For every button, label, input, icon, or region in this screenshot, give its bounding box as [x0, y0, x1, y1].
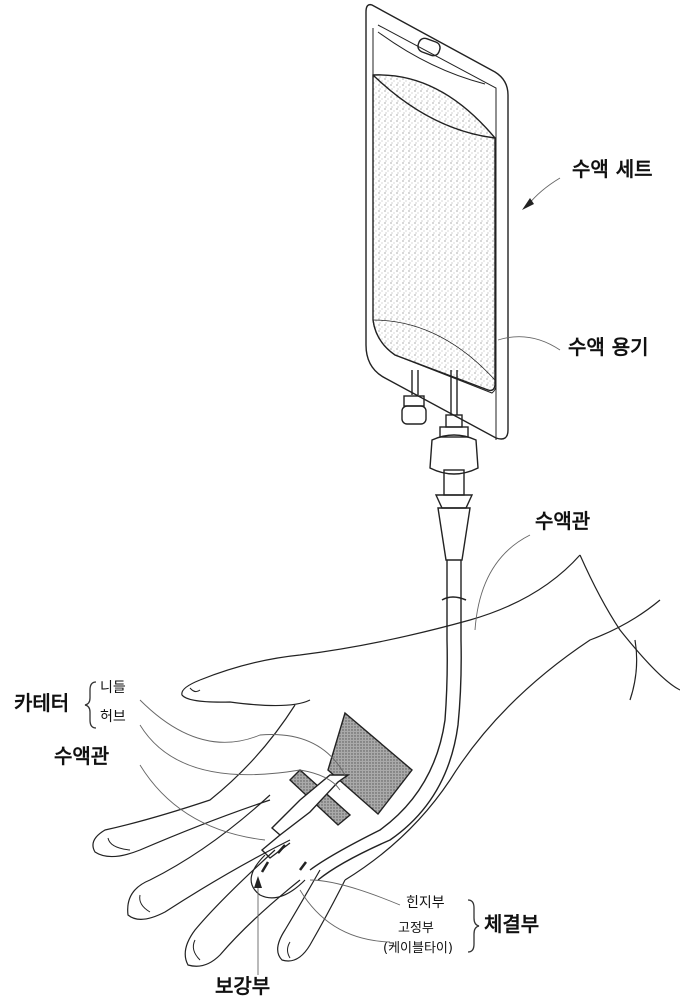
label-infusion-tube-top: 수액관 [535, 509, 591, 533]
label-infusion-set: 수액 세트 [572, 157, 653, 181]
label-infusion-container: 수액 용기 [568, 335, 649, 359]
infusion-bag [309, 3, 509, 881]
label-reinforcement: 보강부 [215, 974, 271, 998]
fastening-brace [467, 899, 480, 953]
label-infusion-tube-left: 수액관 [54, 744, 110, 768]
catheter-assembly [250, 711, 413, 899]
label-needle: 니들 [100, 680, 126, 696]
hand [92, 554, 680, 967]
label-fastening: 체결부 [484, 912, 540, 936]
label-hub: 허브 [100, 709, 126, 725]
label-cable-tie: (케이블타이) [383, 941, 453, 956]
label-catheter: 카테터 [14, 691, 70, 715]
label-fixing: 고정부 [398, 921, 434, 936]
label-hinge: 힌지부 [406, 895, 445, 911]
catheter-brace [84, 681, 97, 729]
